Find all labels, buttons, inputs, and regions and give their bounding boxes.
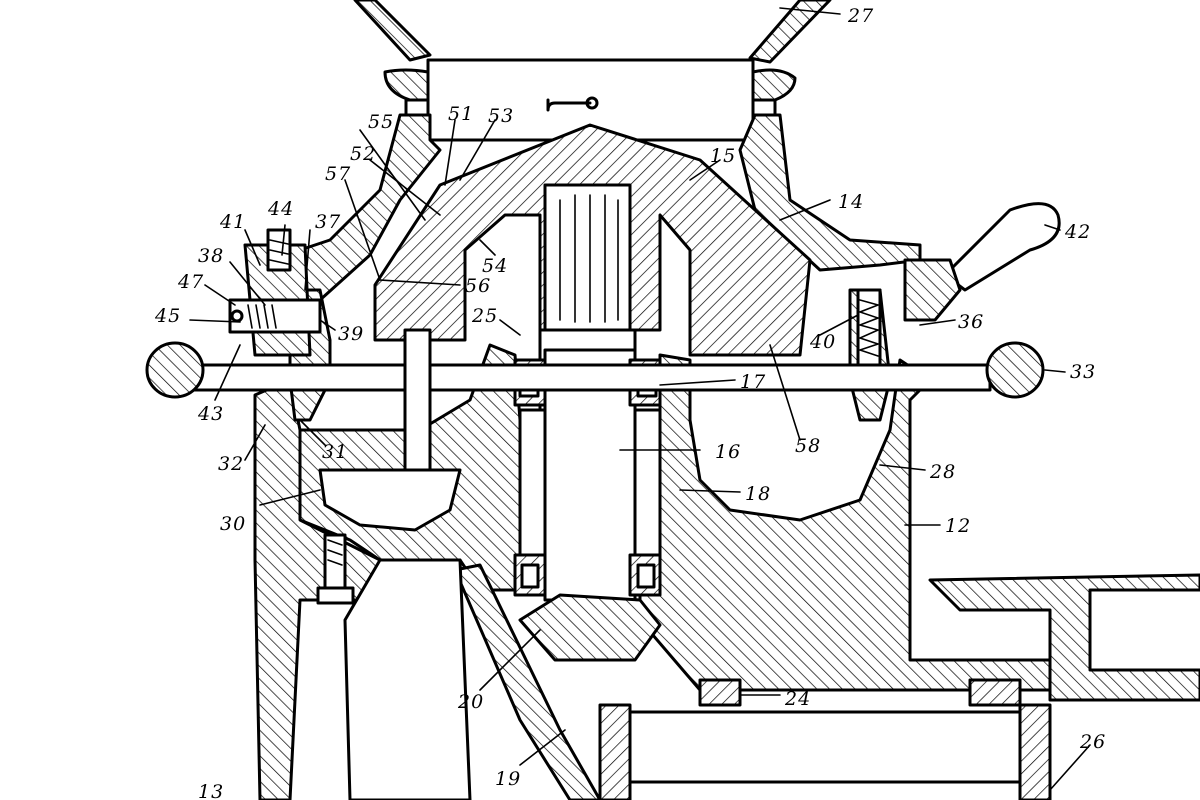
label-39: 39: [338, 323, 364, 345]
label-58: 58: [795, 435, 821, 457]
label-51: 51: [448, 103, 474, 125]
label-15: 15: [710, 145, 736, 167]
reference-numerals: 27 55 51 53 52 57 15 14 44 41 37 42 38 5…: [154, 5, 1106, 800]
label-14: 14: [838, 191, 864, 213]
label-36: 36: [958, 311, 984, 333]
spring-detent: [856, 288, 882, 367]
handle: [903, 202, 1061, 322]
label-27: 27: [847, 5, 874, 27]
horizontal-shaft: [598, 678, 1052, 800]
label-25: 25: [471, 305, 498, 327]
label-20: 20: [457, 691, 484, 713]
label-12: 12: [945, 515, 971, 537]
label-54: 54: [482, 255, 508, 277]
label-44: 44: [267, 198, 294, 220]
clamp-assembly: [228, 228, 322, 357]
label-18: 18: [745, 483, 771, 505]
label-56: 56: [465, 275, 491, 297]
label-45: 45: [154, 305, 181, 327]
label-28: 28: [929, 461, 956, 483]
label-30: 30: [220, 513, 246, 535]
bevel-gear: [518, 593, 662, 662]
lower-bearings: [513, 553, 662, 597]
label-53: 53: [488, 105, 514, 127]
label-17: 17: [740, 371, 766, 393]
label-41: 41: [219, 211, 246, 233]
label-26: 26: [1079, 731, 1106, 753]
leader-lines: [189, 7, 1091, 791]
label-13: 13: [198, 781, 224, 800]
label-47: 47: [177, 271, 204, 293]
label-24: 24: [784, 688, 811, 710]
label-33: 33: [1070, 361, 1096, 383]
label-32: 32: [218, 453, 244, 475]
label-40: 40: [809, 331, 836, 353]
label-42: 42: [1064, 221, 1091, 243]
bolts: [316, 533, 355, 605]
label-55: 55: [368, 111, 394, 133]
arm: [318, 328, 462, 532]
label-52: 52: [350, 143, 376, 165]
label-31: 31: [322, 441, 348, 463]
label-43: 43: [197, 403, 224, 425]
label-16: 16: [715, 441, 741, 463]
label-37: 37: [315, 211, 341, 233]
chute: [453, 563, 602, 800]
label-38: 38: [198, 245, 224, 267]
label-57: 57: [325, 163, 351, 185]
label-19: 19: [495, 768, 521, 790]
